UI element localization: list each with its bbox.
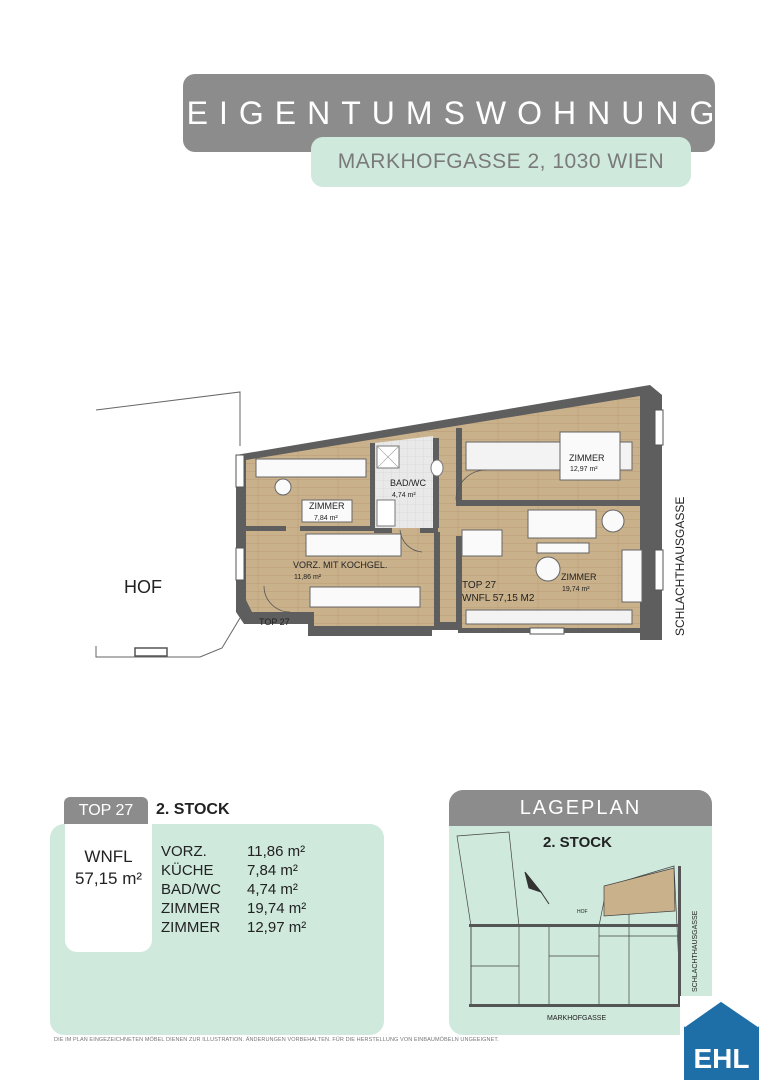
room-zimmer-large-name: ZIMMER [561,572,597,582]
address-banner: MARKHOFGASSE 2, 1030 WIEN [311,137,691,187]
door-swings [263,469,487,613]
interior-walls [246,428,640,630]
street-label: SCHLACHTHAUSGASSE [673,497,687,636]
floor-label: 2. STOCK [156,801,230,818]
room-area: 12,97 m² [247,919,307,936]
room-name: ZIMMER [161,900,221,917]
room-name: BAD/WC [161,881,221,898]
room-zimmer-small-area: 7,84 m² [314,515,338,522]
wnfl-label: WNFL [84,847,133,866]
top-tab: TOP 27 [64,797,148,824]
logo-text: EHL [694,1043,750,1074]
lageplan-header: LAGEPLAN [449,790,712,826]
lageplan-panel [449,826,712,1035]
room-area: 7,84 m² [247,862,298,879]
top-tab-label: TOP 27 [78,801,134,819]
room-row: ZIMMER 12,97 m² [161,918,306,937]
room-name: ZIMMER [161,919,221,936]
room-zimmer-top-area: 12,97 m² [570,466,598,473]
page-title: EIGENTUMSWOHNUNG [186,94,726,131]
lageplan-hof: HOF [577,909,588,915]
room-vorz-area: 11,86 m² [294,574,322,581]
room-bad-name: BAD/WC [390,478,427,488]
courtyard-outline [95,391,241,658]
lageplan-street-bottom: MARKHOFGASSE [547,1015,606,1022]
room-top-label: TOP 27 [462,580,497,591]
room-vorz-name: VORZ. MIT KOCHGEL. [293,560,387,570]
room-wnfl-label: WNFL 57,15 M2 [462,593,535,604]
room-zimmer-small-name: ZIMMER [309,501,345,511]
window-hof [134,647,168,657]
lageplan-street-side: SCHLACHTHAUSGASSE [692,910,699,992]
address-text: MARKHOFGASSE 2, 1030 WIEN [337,150,665,173]
compass-icon [524,871,550,905]
wnfl-box: WNFL 57,15 m² [65,824,152,952]
room-zimmer-large-area: 19,74 m² [562,586,590,593]
lageplan-title: LAGEPLAN [519,796,642,819]
lageplan-map: HOF SCHLACHTHAUSGASSE MARKHOFGASSE [456,831,699,1022]
hof-label: HOF [124,577,162,597]
room-area: 11,86 m² [247,843,306,860]
room-name: KÜCHE [161,862,214,879]
room-row: VORZ. 11,86 m² [161,842,306,861]
wnfl-value: 57,15 m² [74,869,143,888]
entrance-label: TOP 27 [259,617,290,627]
room-area: 4,74 m² [247,881,298,898]
disclaimer: DIE IM PLAN EINGEZEICHNETEN MÖBEL DIENEN… [54,1037,499,1043]
room-row: BAD/WC 4,74 m² [161,880,306,899]
room-bad-area: 4,74 m² [392,492,416,499]
furniture [255,431,643,625]
room-area: 19,74 m² [247,900,307,917]
room-row: KÜCHE 7,84 m² [161,861,306,880]
lageplan-floor: 2. STOCK [543,834,612,851]
ehl-logo: EHL [680,996,763,1080]
room-zimmer-top-name: ZIMMER [569,453,605,463]
room-list: VORZ. 11,86 m² KÜCHE 7,84 m² BAD/WC 4,74 m²… [161,842,306,937]
floor-plan: HOF TOP 27 SCHLACHTHAUSGASSE ZIMMER 7,84… [95,385,687,658]
room-row: ZIMMER 19,74 m² [161,899,306,918]
room-name: VORZ. [161,843,207,860]
